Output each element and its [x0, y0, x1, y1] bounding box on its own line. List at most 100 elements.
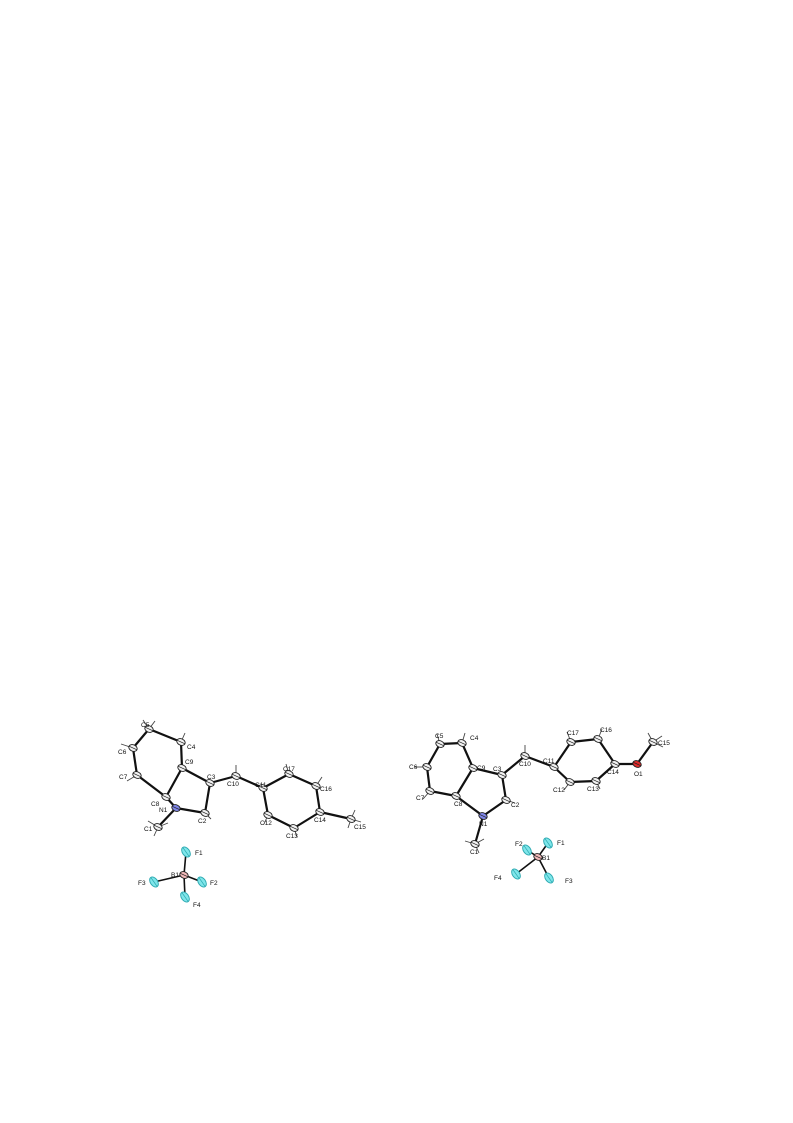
structure-2-bond-n1-c8	[454, 794, 485, 818]
structure-1-bond-c6-c7	[131, 746, 139, 777]
structure-2-ellipsoid-axis-c2	[501, 797, 511, 803]
structure-2-atom-n1	[478, 812, 488, 820]
structure-1-label-c14: C14	[314, 817, 326, 824]
structure-2-atom-o1	[632, 760, 642, 768]
structure-2-ellipsoid-axis-c16	[593, 736, 603, 742]
structure-2-ellipsoid-axis-c13	[591, 778, 601, 784]
structure-2-atom-c4	[457, 739, 467, 747]
structure-1-label-c2: C2	[198, 818, 207, 825]
structure-2-ellipsoid-axis-f2	[523, 845, 531, 855]
structure-1-atom-c11	[258, 784, 268, 792]
structure-2-ellipsoid-axis-f4	[512, 869, 520, 879]
structure-2-bond-c9-c4	[460, 741, 475, 770]
structure-2-label-f2: F2	[515, 841, 523, 848]
structure-2-ellipsoid-axis-n1	[478, 813, 488, 819]
structure-1-atom-f1	[181, 846, 191, 858]
structure-2-ellipsoid-axis-f3	[545, 873, 553, 883]
structure-2-atom-f1	[543, 837, 553, 849]
structure-1-ellipsoid-axis-f4	[181, 892, 189, 902]
structure-1-label-c6: C6	[118, 749, 127, 756]
structure-2-ellipsoid-axis-c14	[610, 761, 620, 767]
structure-1-label-c15: C15	[354, 824, 366, 831]
structure-1-bond-c7-c8	[135, 773, 168, 799]
structure-1-label-f3: F3	[138, 880, 146, 887]
structure-1-bond-c2-n1	[174, 806, 207, 815]
structure-1-atom-c12	[263, 811, 273, 819]
structure-2-atom-f4	[511, 868, 521, 880]
structure-1-ellipsoid-axis-c7	[132, 772, 142, 778]
structure-1-atom-c17	[284, 770, 294, 778]
structure-2-atom-c11	[549, 763, 559, 771]
structure-1-label-c3: C3	[207, 774, 216, 781]
structure-1-ellipsoid-axis-c16	[311, 783, 321, 789]
structure-2-label-o1: O1	[634, 771, 643, 778]
structure-2-label-n1: N1	[479, 821, 488, 828]
structure-2-bond-c3-c10	[500, 754, 527, 777]
structure-2-label-c3: C3	[493, 766, 502, 773]
structure-2-bond-o1-c15	[635, 740, 655, 766]
structure-2-atom-c15	[648, 738, 658, 746]
structure-1-label-f2: F2	[210, 880, 218, 887]
structure-1-atom-c5	[144, 725, 154, 733]
structure-2-ellipsoid-axis-c5	[435, 741, 445, 747]
structure-2-atom-c13	[591, 777, 601, 785]
structure-1-ellipsoid-axis-c15	[346, 816, 356, 822]
structure-1-atom-c9	[177, 764, 187, 772]
structure-2-atom-c2	[501, 796, 511, 804]
structure-1-bond-c3-c2	[203, 781, 212, 815]
structure-1-atom-c13	[289, 824, 299, 832]
structure-1-ellipsoid-axis-c17	[284, 771, 294, 777]
structure-1-ellipsoid-axis-f2	[198, 877, 206, 887]
structure-2-atom-f2	[522, 844, 532, 856]
structure-2-atom-c6	[422, 763, 432, 771]
structure-2-label-c11: C11	[543, 758, 555, 765]
structure-2-bond-c8-c9	[454, 766, 475, 798]
structure-2-label-b1: B1	[542, 855, 550, 862]
structure-2-ellipsoid-axis-c9	[468, 765, 478, 771]
structure-2-label-c9: C9	[477, 765, 486, 772]
structure-2-ellipsoid-axis-c8	[451, 793, 461, 799]
structure-1-ellipsoid-axis-f1	[182, 847, 190, 857]
structure-2-atom-f3	[544, 872, 554, 884]
structure-1-bond-c14-c13	[292, 810, 322, 830]
structure-1-atom-c14	[315, 808, 325, 816]
structure-1-label-c16: C16	[320, 786, 332, 793]
structure-1-label-n1: N1	[159, 807, 168, 814]
structure-1-label-c1: C1	[144, 826, 153, 833]
structure-1-label-f1: F1	[195, 850, 203, 857]
structure-1-label-c9: C9	[185, 759, 194, 766]
structure-1-atom-c10	[231, 772, 241, 780]
structure-2-label-f3: F3	[565, 878, 573, 885]
structure-1-ellipsoid-axis-c3	[205, 780, 215, 786]
structure-1-ellipsoid-axis-c12	[263, 812, 273, 818]
structure-1-atom-c6	[128, 744, 138, 752]
structure-1-label-c8: C8	[151, 801, 160, 808]
structure-2-label-c13: C13	[587, 786, 599, 793]
structure-1-atom-c8	[161, 793, 171, 801]
structure-2-atom-b1	[533, 853, 543, 861]
structure-2-ellipsoid-axis-c10	[520, 753, 530, 759]
structure-2-bond-c3-c2	[500, 773, 508, 802]
structure-2-atom-c8	[451, 792, 461, 800]
structure-2-label-c10: C10	[519, 761, 531, 768]
structure-1-atom-c1	[153, 823, 163, 831]
structure-1-bond-c9-c3	[180, 766, 212, 785]
structure-2-atom-c7	[425, 787, 435, 795]
structure-2-atom-c17	[566, 738, 576, 746]
structure-1-bond-c5-c4	[147, 727, 183, 744]
structure-2-label-c16: C16	[600, 727, 612, 734]
structure-2-bond-c2-n1	[481, 798, 508, 818]
structure-1-ellipsoid-axis-c13	[289, 825, 299, 831]
structure-2-atom-c1	[470, 840, 480, 848]
structure-2-label-c17: C17	[567, 730, 579, 737]
structure-1-bond-b1-f3	[153, 874, 185, 883]
structure-1-atom-f3	[149, 876, 159, 888]
structure-1-atom-c15	[346, 815, 356, 823]
structure-2-label-c7: C7	[416, 795, 425, 802]
structure-1-ellipsoid-axis-b1	[179, 872, 189, 878]
structure-2-bond-b1-f4	[515, 856, 539, 875]
structure-1-label-c4: C4	[187, 744, 196, 751]
structure-2-atom-c16	[593, 735, 603, 743]
structure-2-ellipsoid-axis-c17	[566, 739, 576, 745]
